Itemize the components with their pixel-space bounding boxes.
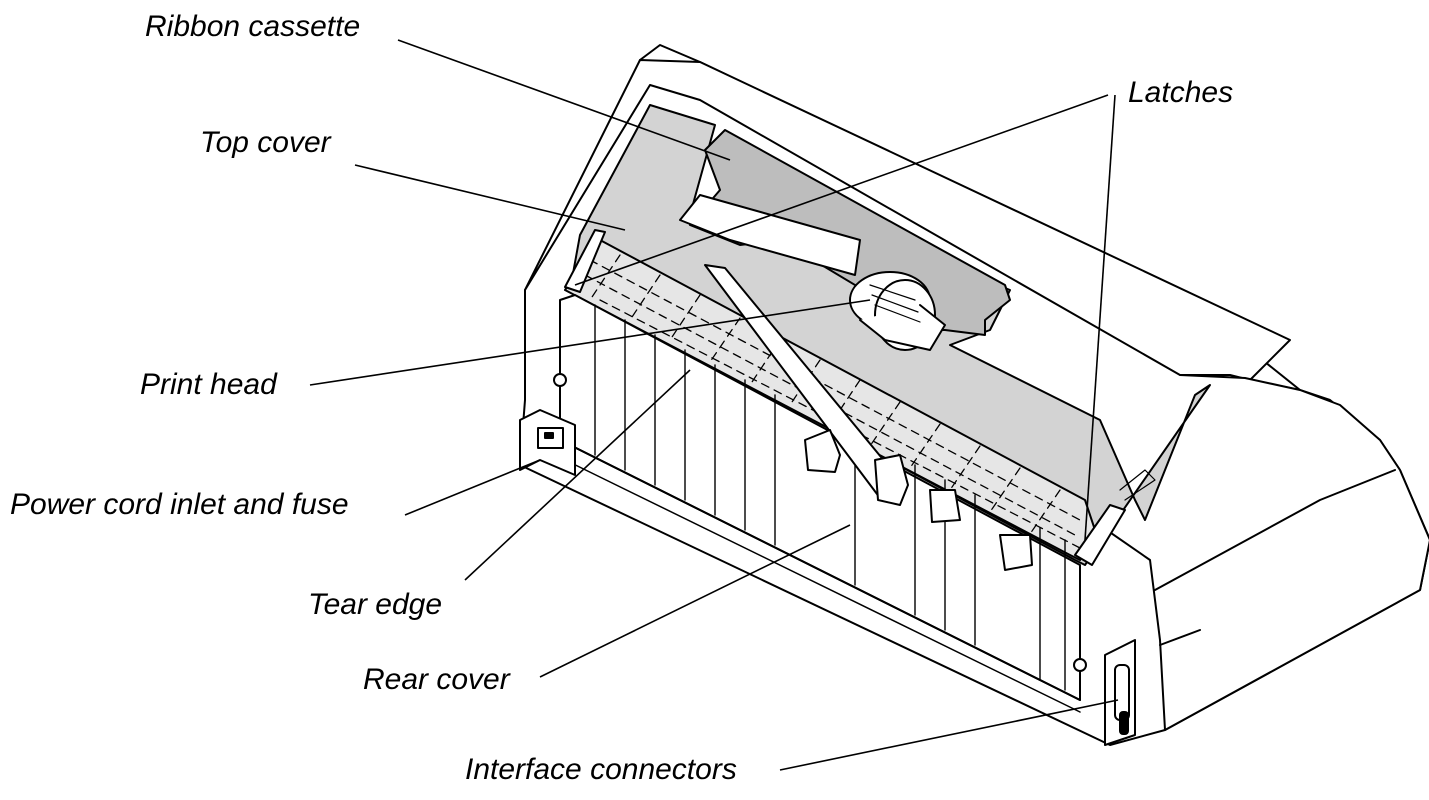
clamp-4 (999, 534, 1033, 571)
label-tear-edge: Tear edge (308, 588, 443, 621)
interface-panel-shape (1073, 639, 1136, 746)
clamp-2 (874, 454, 909, 506)
label-latches: Latches (1128, 76, 1234, 109)
right-lower-panel (1154, 469, 1396, 591)
label-ribbon-cassette: Ribbon cassette (145, 10, 361, 43)
latch-right (1074, 504, 1126, 566)
power-inlet-shape (519, 409, 576, 476)
cassette-window (679, 194, 861, 276)
rear-cover-panel (559, 294, 1081, 701)
right-bottom-edge (1159, 629, 1201, 646)
print-head-shape (849, 271, 946, 351)
label-interface-connectors: Interface connectors (465, 753, 737, 786)
latch-left (564, 229, 606, 293)
clamp-1 (804, 429, 841, 473)
clamp-3 (929, 489, 961, 523)
label-print-head: Print head (140, 368, 277, 401)
label-rear-cover: Rear cover (363, 663, 510, 696)
label-power-cord: Power cord inlet and fuse (10, 488, 349, 521)
scale-marks (1119, 469, 1156, 501)
label-top-cover: Top cover (200, 126, 331, 159)
leader-lines (309, 39, 1119, 771)
